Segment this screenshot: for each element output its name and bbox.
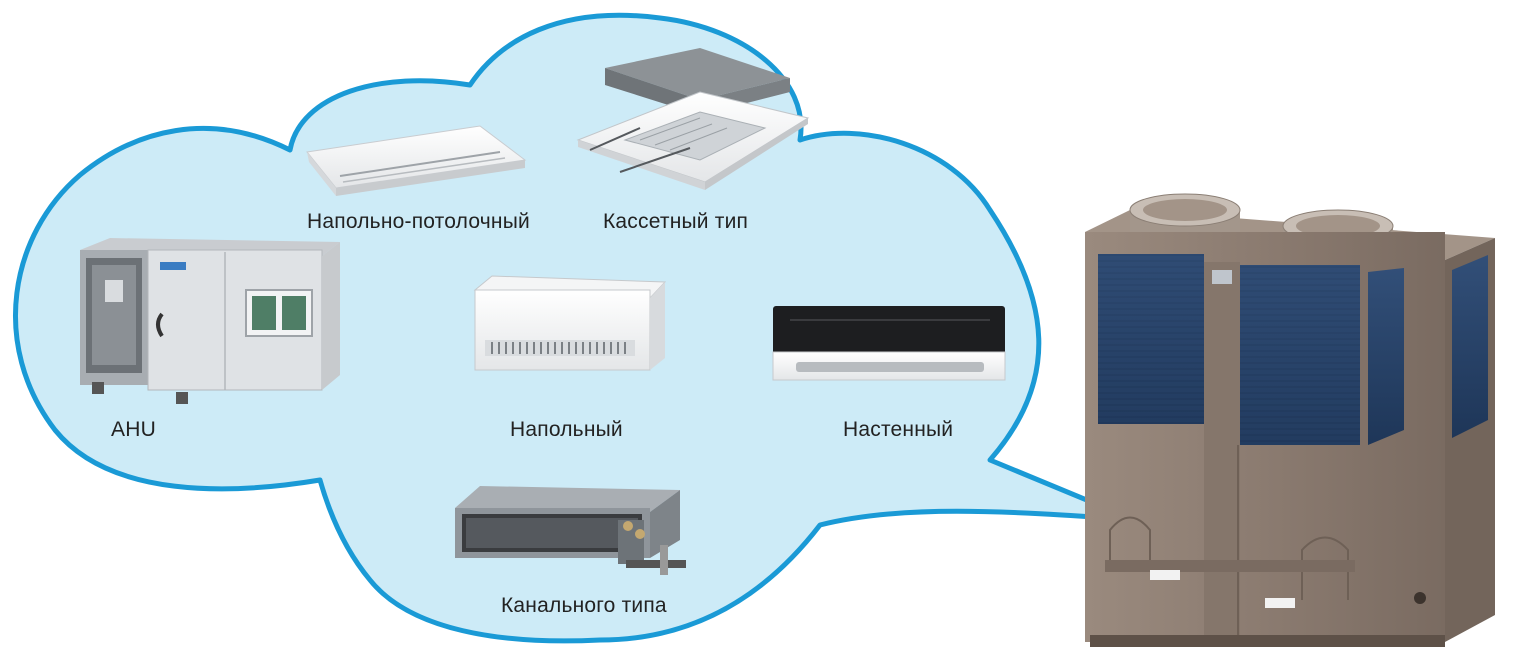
floor-standing-unit-icon [473,275,667,371]
label-wall: Настенный [843,418,954,441]
ceiling-floor-unit-icon [306,125,527,196]
ducted-unit-icon [455,486,686,575]
label-ceiling-floor: Напольно-потолочный [307,210,530,233]
label-duct: Канального типа [501,594,667,617]
wall-mounted-unit-icon [772,306,1006,381]
label-cassette: Кассетный тип [603,210,749,233]
air-handling-unit-icon [80,238,340,404]
label-ahu: AHU [111,418,156,441]
outdoor-vrf-unit-icon [1085,193,1495,647]
cassette-unit-icon [576,48,810,190]
label-floor: Напольный [510,418,623,441]
